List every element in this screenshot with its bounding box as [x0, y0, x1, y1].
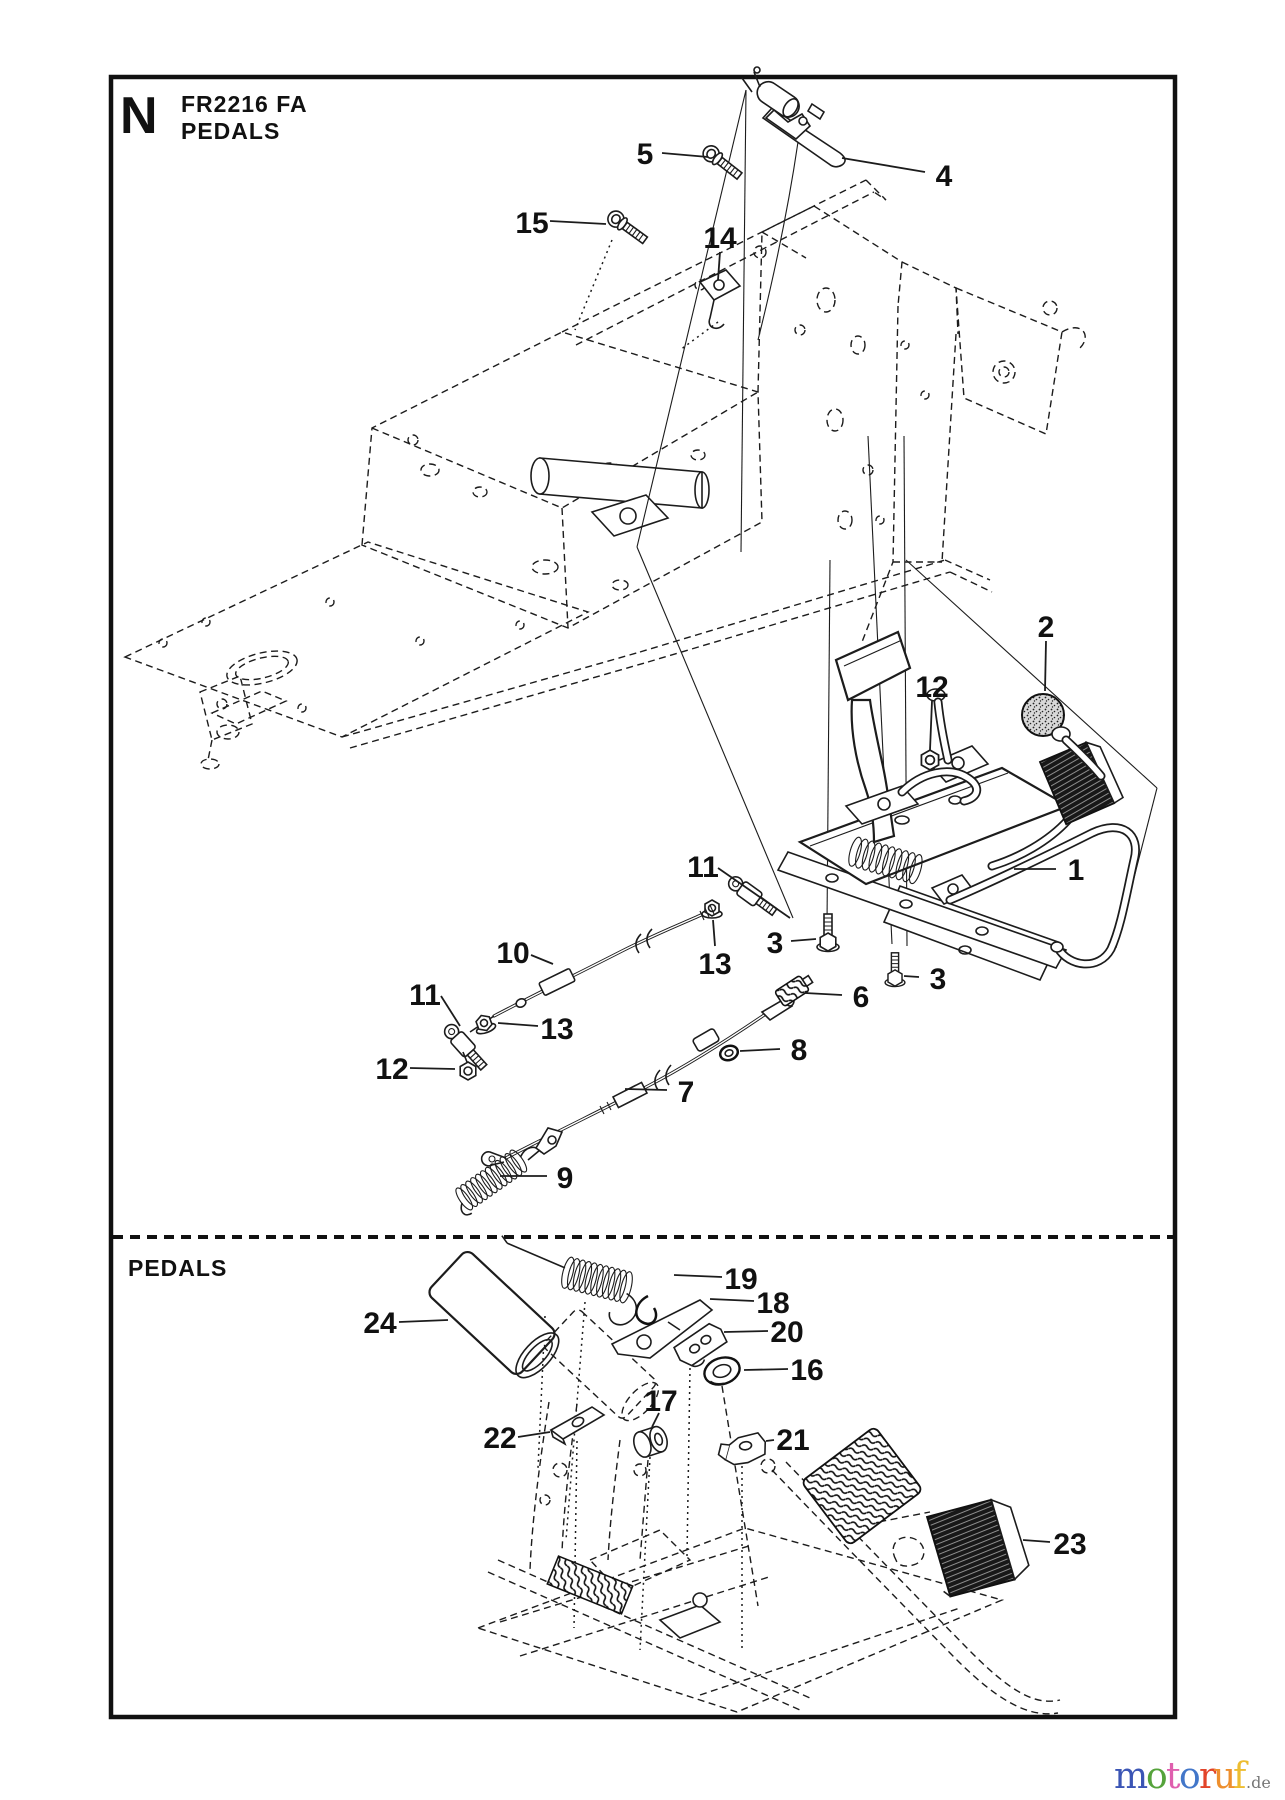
part-label-13b: 13: [540, 1013, 573, 1046]
pedal-pad-upper: [1038, 741, 1125, 826]
logo-letter-o1: o: [1146, 1756, 1168, 1797]
block-part20: [673, 1322, 728, 1368]
brand-logo: m o t o r u f .de: [1114, 1756, 1271, 1797]
nut-part12-lower: [459, 1061, 477, 1081]
part-label-15: 15: [515, 207, 548, 240]
part-label-1: 1: [1068, 854, 1085, 887]
logo-letter-o2: o: [1179, 1756, 1201, 1797]
logo-letter-t: t: [1166, 1756, 1181, 1797]
logo-suffix: .de: [1246, 1773, 1271, 1792]
page-title: PEDALS: [181, 118, 280, 144]
part-label-21: 21: [776, 1424, 809, 1457]
part-label-5: 5: [637, 138, 654, 171]
part-label-13a: 13: [698, 948, 731, 981]
part-label-18: 18: [756, 1287, 789, 1320]
model-code: FR2216 FA: [181, 91, 308, 117]
bolt-part5: [699, 141, 746, 184]
part-label-14: 14: [703, 222, 737, 255]
part-label-12a: 12: [915, 671, 948, 704]
ring-part8: [718, 1044, 740, 1062]
sleeve-part24: [428, 1250, 560, 1379]
part-label-16: 16: [790, 1354, 823, 1387]
latch-part18: [610, 1294, 714, 1359]
pedal-assembly-upper: [701, 630, 1140, 988]
roller-part17: [632, 1425, 668, 1458]
pedal-pad-part23: [925, 1498, 1030, 1598]
knob-part2: [1021, 693, 1065, 737]
part-label-6: 6: [853, 981, 870, 1014]
part-label-3b: 3: [930, 963, 947, 996]
bolt-part3-right: [884, 952, 906, 988]
return-spring: [848, 836, 923, 885]
part-label-10: 10: [496, 937, 529, 970]
part-label-19: 19: [724, 1263, 757, 1296]
part-label-8: 8: [791, 1034, 808, 1067]
part-label-7: 7: [678, 1076, 695, 1109]
part-label-11a: 11: [687, 851, 719, 884]
part-label-9: 9: [557, 1162, 574, 1195]
bolt-part3-left: [816, 913, 840, 953]
bracket-part14: [698, 269, 742, 330]
chassis-solid-details: [530, 457, 710, 537]
logo-letter-m: m: [1114, 1756, 1148, 1797]
part-labels-upper: 5 15 14 4 2 12 1 11 3 3 13 10 11 13 12 6…: [375, 138, 1084, 1195]
header: N FR2216 FA PEDALS: [120, 87, 308, 145]
logo-letter-u: u: [1213, 1756, 1236, 1797]
bushing-part16: [703, 1356, 741, 1386]
balljoint-part11-upper: [724, 872, 781, 920]
part-labels-lower: 24 19 18 20 16 17 22 21 23: [363, 1263, 1086, 1561]
pedal-assembly-lower: [428, 1235, 1061, 1715]
nut-part12-upper: [920, 749, 940, 771]
frame-border: [108, 74, 1178, 1720]
spring-part19: [501, 1235, 638, 1326]
plate-part22: [549, 1406, 606, 1446]
coupler-part6: [774, 974, 814, 1007]
logo-letter-r: r: [1199, 1756, 1217, 1797]
pedal-rubber-coiled: [802, 1427, 922, 1545]
clamp-part21: [717, 1432, 767, 1466]
part-label-24: 24: [363, 1307, 397, 1340]
leader-lines: [398, 152, 1056, 1543]
cables-and-springs: [440, 904, 814, 1216]
brake-pedal-plate: [834, 630, 912, 702]
lower-section-title: PEDALS: [128, 1255, 227, 1281]
spring-part9: [455, 1146, 543, 1216]
throttle-control-part4: [741, 66, 846, 168]
part-label-4: 4: [936, 160, 953, 193]
part-label-17: 17: [644, 1385, 677, 1418]
part-label-11b: 11: [409, 979, 441, 1012]
part-label-2: 2: [1038, 611, 1055, 644]
section-letter: N: [120, 87, 158, 145]
logo-letter-f: f: [1233, 1756, 1249, 1797]
part-label-23: 23: [1053, 1528, 1086, 1561]
part-label-3a: 3: [767, 927, 784, 960]
part-label-12b: 12: [375, 1053, 408, 1086]
part-label-20: 20: [770, 1316, 803, 1349]
part-label-22: 22: [483, 1422, 516, 1455]
